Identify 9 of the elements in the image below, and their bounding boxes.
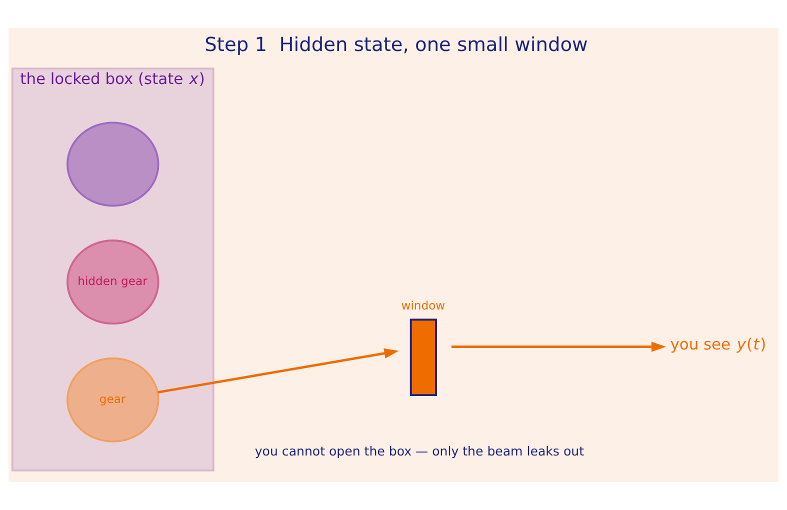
node-circle [66, 122, 160, 207]
node-label: window [401, 298, 446, 313]
caption: you cannot open the box — only the beam leaks out [254, 443, 584, 458]
node-text: you see y(t) [670, 335, 766, 354]
arrow [158, 348, 399, 394]
node-circle: gear [66, 357, 160, 442]
node-circle: hidden gear [66, 240, 160, 325]
diagram-title: Step 1 Hidden state, one small window [204, 33, 588, 56]
arrow [451, 342, 666, 352]
